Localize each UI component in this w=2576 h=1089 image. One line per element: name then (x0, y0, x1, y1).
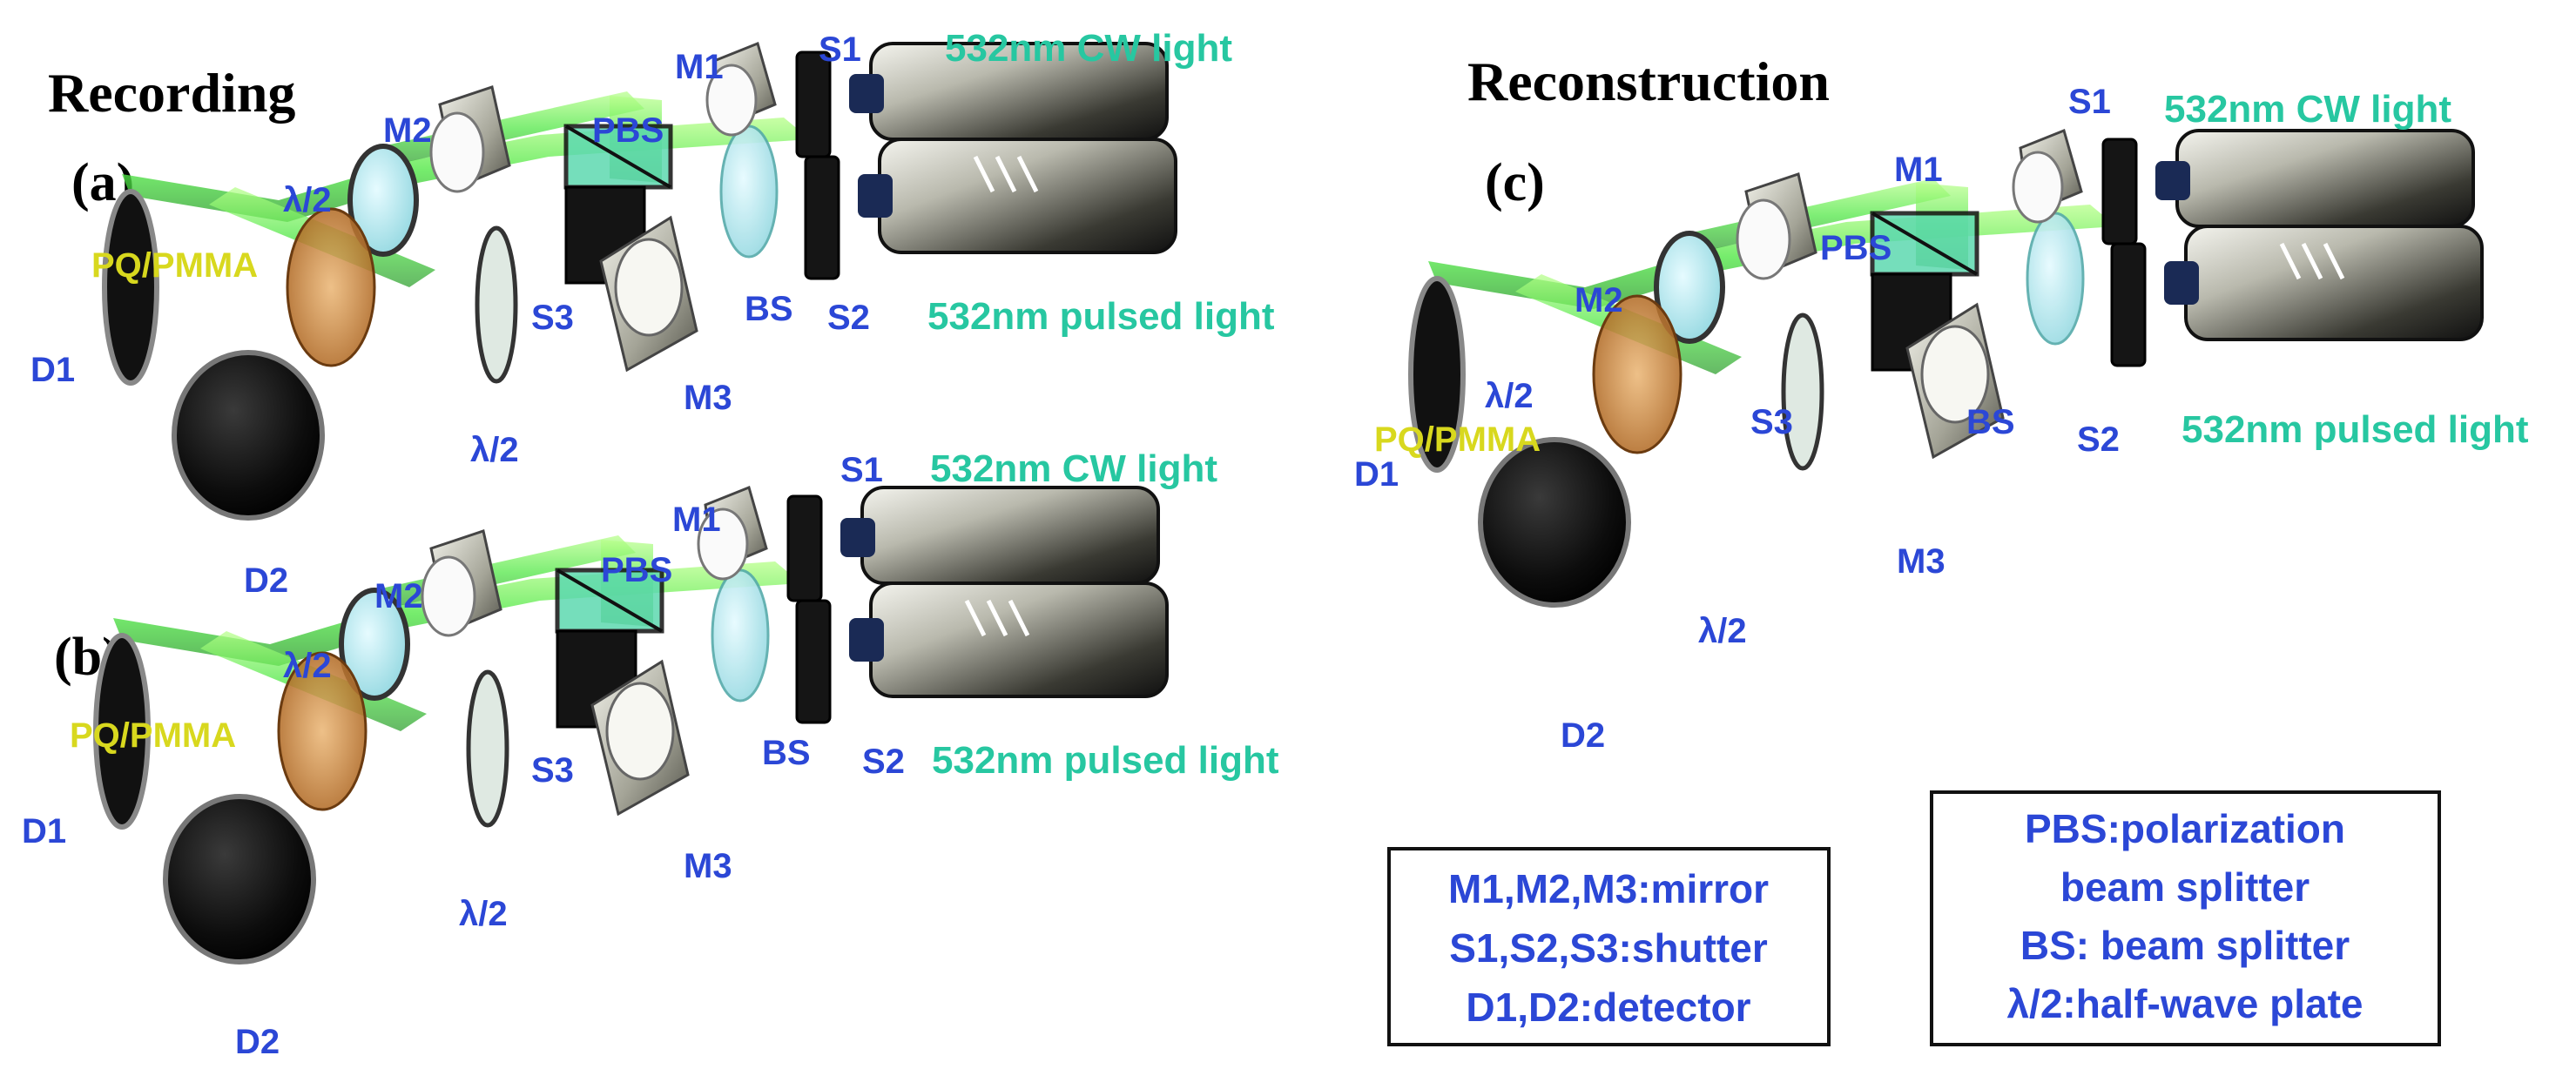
label-s2: S2 (2077, 420, 2120, 459)
legend-line: λ/2:half-wave plate (2006, 981, 2363, 1026)
label-half-wave-2: λ/2 (470, 431, 519, 469)
panel-a-labels: M1 S1 532nm CW light M2 PBS λ/2 PQ/PMMA … (30, 27, 1275, 469)
legend-components: M1,M2,M3:mirror S1,S2,S3:shutter D1,D2:d… (1387, 847, 1831, 1046)
label-d1: D1 (1354, 455, 1399, 494)
panel-c-setup (1411, 131, 2482, 605)
label-d2: D2 (1561, 716, 1605, 755)
label-pulsed-light: 532nm pulsed light (927, 295, 1275, 338)
label-cw-light: 532nm CW light (930, 447, 1217, 490)
label-m1: M1 (675, 48, 724, 86)
label-m1: M1 (1894, 151, 1943, 189)
label-pbs: PBS (601, 551, 672, 589)
label-bs: BS (745, 290, 793, 328)
legend-components-box (1387, 847, 1831, 1046)
label-s3: S3 (1750, 403, 1793, 441)
label-d1: D1 (30, 351, 75, 389)
legend-line: beam splitter (2060, 864, 2310, 910)
label-cw-light: 532nm CW light (2164, 88, 2451, 131)
label-bs: BS (762, 734, 811, 772)
label-cw-light: 532nm CW light (945, 27, 1232, 70)
panel-c-label: (c) (1485, 153, 1545, 212)
legend-optics-box (1930, 790, 2441, 1046)
label-s1: S1 (2068, 83, 2111, 121)
label-s3: S3 (531, 299, 574, 337)
label-m2: M2 (1575, 281, 1623, 319)
legend-line: BS: beam splitter (2020, 923, 2350, 968)
label-pbs: PBS (592, 111, 664, 150)
label-bs: BS (1966, 403, 2015, 441)
label-d1: D1 (22, 812, 66, 850)
label-sample: PQ/PMMA (91, 246, 258, 285)
legend-line: PBS:polarization (2025, 806, 2345, 851)
panel-b-labels: S1 532nm CW light M1 D2 M2 PBS λ/2 PQ/PM… (22, 447, 1279, 1061)
label-m3: M3 (684, 847, 732, 885)
label-s2: S2 (827, 299, 870, 337)
label-pulsed-light: 532nm pulsed light (2182, 408, 2529, 451)
label-half-wave-1: λ/2 (283, 181, 332, 219)
reconstruction-heading: Reconstruction (1467, 50, 1830, 112)
label-half-wave-1: λ/2 (1485, 377, 1534, 415)
legend-optics: PBS:polarization beam splitter BS: beam … (1930, 790, 2441, 1046)
label-m3: M3 (1897, 542, 1945, 581)
label-s1: S1 (819, 30, 861, 69)
recording-heading: Recording (48, 62, 295, 124)
label-half-wave-1: λ/2 (283, 647, 332, 685)
label-m2: M2 (374, 577, 423, 615)
label-m2: M2 (383, 111, 432, 150)
label-s3: S3 (531, 751, 574, 790)
label-sample: PQ/PMMA (70, 716, 236, 755)
label-pbs: PBS (1820, 229, 1892, 267)
label-d2-a: D2 (244, 561, 288, 600)
legend-line: D1,D2:detector (1466, 985, 1750, 1030)
label-m1: M1 (672, 501, 721, 539)
label-half-wave-2: λ/2 (1698, 612, 1747, 650)
panel-c-labels: S1 532nm CW light M1 PBS M2 λ/2 PQ/PMMA … (1354, 83, 2529, 755)
label-d2: D2 (235, 1023, 280, 1061)
label-half-wave-2: λ/2 (459, 895, 508, 933)
label-m3: M3 (684, 379, 732, 417)
label-s1: S1 (840, 451, 883, 489)
label-pulsed-light: 532nm pulsed light (932, 739, 1279, 782)
label-s2: S2 (862, 743, 905, 781)
legend-line: M1,M2,M3:mirror (1448, 866, 1769, 911)
label-sample: PQ/PMMA (1374, 420, 1541, 459)
legend-line: S1,S2,S3:shutter (1449, 925, 1768, 971)
